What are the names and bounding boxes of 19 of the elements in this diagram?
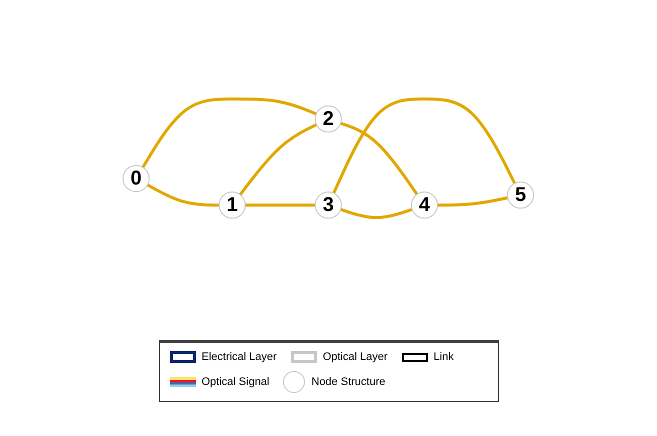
connector [438,196,508,208]
node-circle: 5 [507,182,534,210]
connector [332,98,516,194]
node-circle: 3 [314,192,342,220]
connector [239,124,318,196]
legend-label: Electrical Layer [202,351,277,363]
connector [340,208,413,220]
legend-label: Optical Layer [322,351,388,363]
connector [245,204,316,208]
legend-label: Link [434,351,454,363]
connector [146,184,220,208]
node-circle: 0 [122,165,150,193]
legend-label: Optical Signal [202,376,270,388]
node-circle: 1 [218,192,246,220]
node-circle: 4 [411,192,438,220]
node-circle: 2 [314,106,342,133]
connector [142,98,318,169]
legend-label: Node Structure [311,376,386,388]
connector [340,122,418,196]
